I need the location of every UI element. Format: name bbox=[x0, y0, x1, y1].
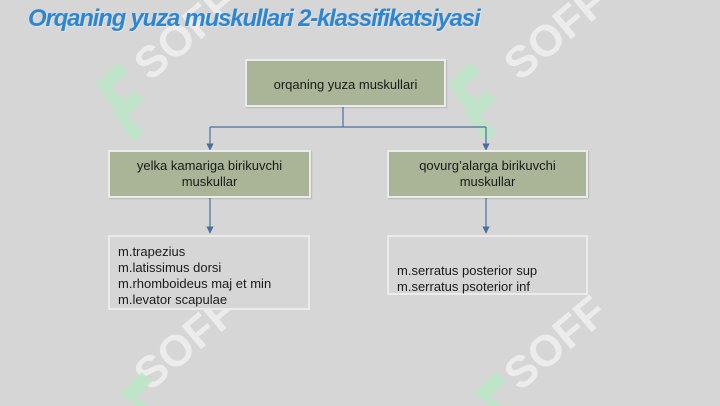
branch-node-ribs: qovurg’alarga birikuvchi muskullar bbox=[387, 150, 588, 198]
muscle-list-shoulder: m.trapezius m.latissimus dorsi m.rhomboi… bbox=[108, 235, 310, 310]
list-item: m.rhomboideus maj et min bbox=[118, 276, 272, 291]
branch-node-label: qovurg’alarga birikuvchi muskullar bbox=[419, 158, 556, 189]
slide-title: Orqaning yuza muskullari 2-klassifikatsi… bbox=[28, 5, 481, 32]
list-item: m.levator scapulae bbox=[118, 292, 228, 307]
list-item: m.trapezius bbox=[118, 244, 186, 259]
branch-node-label: yelka kamariga birikuvchi muskullar bbox=[136, 158, 283, 189]
list-item: m.serratus posterior sup bbox=[397, 263, 538, 278]
branch-node-shoulder: yelka kamariga birikuvchi muskullar bbox=[108, 150, 311, 198]
list-item: m.latissimus dorsi bbox=[118, 260, 222, 275]
muscle-list-ribs: m.serratus posterior sup m.serratus psot… bbox=[387, 235, 588, 295]
root-node: orqaning yuza muskullari bbox=[245, 59, 446, 107]
root-node-label: orqaning yuza muskullari bbox=[273, 77, 418, 92]
list-item: m.serratus psoterior inf bbox=[397, 279, 530, 294]
